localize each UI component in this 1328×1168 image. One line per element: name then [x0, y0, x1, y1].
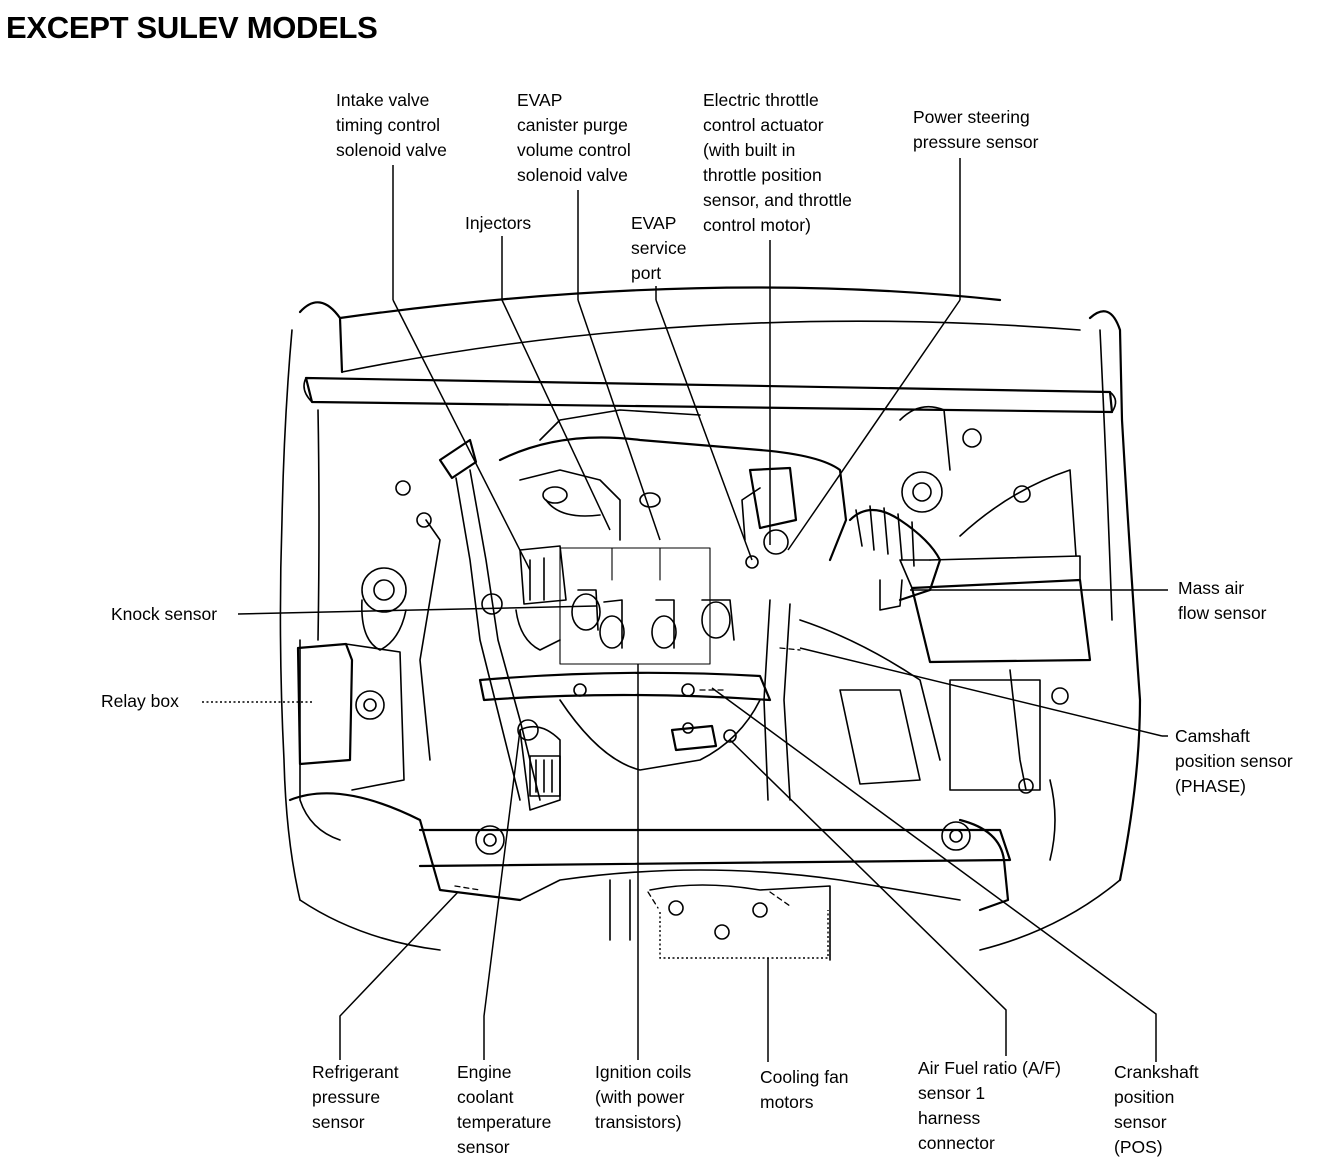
label-engine-coolant-temperature-sensor: Engine coolant temperature sensor	[457, 1062, 552, 1157]
label-knock-sensor: Knock sensor	[111, 604, 218, 624]
diagram-title: EXCEPT SULEV MODELS	[6, 10, 378, 45]
engine-line-art	[279, 286, 1142, 961]
leader-lines	[202, 158, 1168, 1062]
label-electric-throttle-control-actuator: Electric throttle control actuator (with…	[703, 90, 852, 235]
label-refrigerant-pressure-sensor: Refrigerant pressure sensor	[312, 1062, 399, 1132]
label-cooling-fan-motors: Cooling fan motors	[760, 1067, 849, 1112]
label-ignition-coils: Ignition coils (with power transistors)	[595, 1062, 692, 1132]
label-evap-service-port: EVAP service port	[631, 213, 687, 283]
label-power-steering-pressure-sensor: Power steering pressure sensor	[913, 107, 1039, 152]
label-crankshaft-position-sensor: Crankshaft position sensor (POS)	[1114, 1062, 1199, 1157]
label-relay-box: Relay box	[101, 691, 179, 711]
label-mass-air-flow-sensor: Mass air flow sensor	[1178, 578, 1267, 623]
label-evap-canister-purge-solenoid-valve: EVAP canister purge volume control solen…	[517, 90, 631, 185]
label-injectors: Injectors	[465, 213, 532, 233]
label-intake-valve-timing-control-solenoid-valve: Intake valve timing control solenoid val…	[336, 90, 447, 160]
label-air-fuel-ratio-sensor-1-harness-connector: Air Fuel ratio (A/F) sensor 1 harness co…	[918, 1058, 1061, 1153]
label-camshaft-position-sensor: Camshaft position sensor (PHASE)	[1175, 726, 1293, 796]
